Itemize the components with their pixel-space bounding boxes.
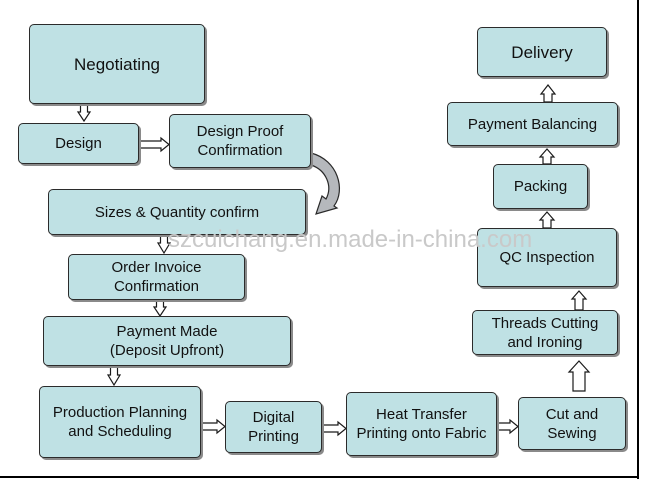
arrow-payment-to-production (106, 365, 122, 387)
arrow-packing-to-payment-balancing (538, 148, 556, 165)
step-qc-inspection: QC Inspection (477, 228, 617, 287)
arrow-production-to-digital (200, 418, 226, 435)
step-heat-transfer: Heat Transfer Printing onto Fabric (346, 392, 497, 456)
step-order-invoice-confirmation: Order Invoice Confirmation (68, 254, 245, 300)
arrow-sizes-to-order-invoice (156, 234, 172, 255)
step-production-planning: Production Planning and Scheduling (39, 386, 201, 458)
step-digital-printing: Digital Printing (225, 401, 322, 453)
step-threads-cutting-ironing: Threads Cutting and Ironing (472, 310, 618, 355)
step-cut-and-sewing: Cut and Sewing (518, 397, 626, 450)
arrow-threads-to-qc (570, 290, 588, 311)
watermark: szcuichang.en.made-in-china.com (168, 226, 533, 253)
arrow-qc-to-packing (538, 211, 556, 229)
arrow-digital-to-heat-transfer (321, 420, 347, 437)
step-delivery: Delivery (477, 27, 607, 77)
arrow-negotiating-to-design (76, 103, 92, 123)
curved-arrow-proof-to-sizes (310, 152, 340, 215)
arrow-cut-sewing-to-threads (567, 360, 591, 392)
step-design: Design (18, 123, 139, 164)
arrow-heat-transfer-to-cut-sewing (496, 418, 519, 435)
step-sizes-quantity-confirm: Sizes & Quantity confirm (48, 189, 306, 235)
step-payment-balancing: Payment Balancing (447, 102, 618, 146)
frame-edge-bottom (0, 476, 639, 478)
frame-edge-right (637, 0, 639, 479)
arrow-design-to-design-proof (138, 136, 170, 153)
step-negotiating: Negotiating (29, 24, 205, 104)
step-payment-made: Payment Made (Deposit Upfront) (43, 316, 291, 366)
arrow-payment-balancing-to-delivery (539, 84, 557, 103)
arrow-order-invoice-to-payment-made (152, 299, 168, 318)
step-design-proof-confirmation: Design Proof Confirmation (169, 114, 311, 168)
step-packing: Packing (493, 164, 588, 209)
